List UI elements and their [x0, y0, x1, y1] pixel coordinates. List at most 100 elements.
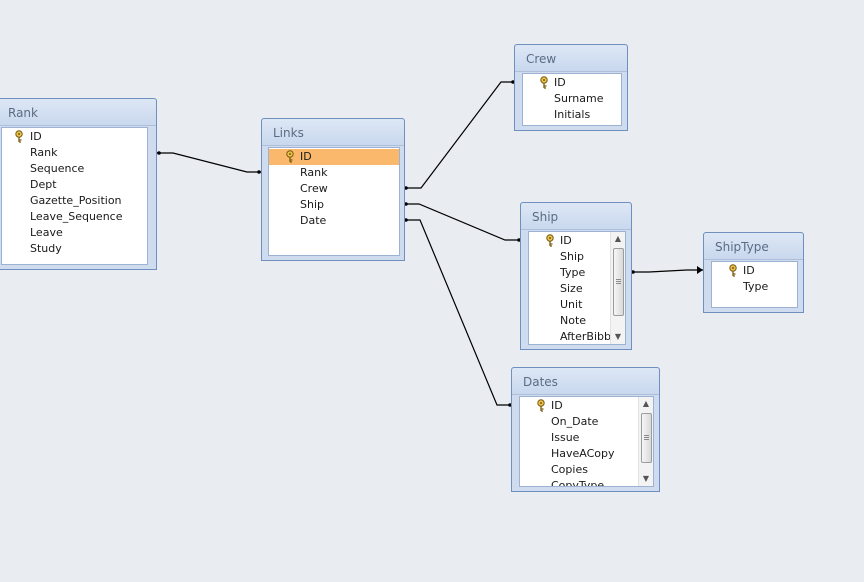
- key-icon: [286, 150, 294, 163]
- field-list[interactable]: ID Rank Crew Ship Date: [268, 147, 400, 256]
- table-rank[interactable]: Rank ID Rank Sequence Dept Gazette_Posit…: [0, 98, 157, 270]
- relationship-line-ship-shiptype: [631, 269, 703, 273]
- field-label: Type: [560, 266, 586, 279]
- field-label: HaveACopy: [551, 447, 615, 460]
- field-list[interactable]: ID On_Date Issue HaveACopy Copies CopyTy…: [519, 396, 654, 487]
- field-row[interactable]: Ship: [529, 249, 625, 265]
- field-label: Crew: [300, 182, 328, 195]
- field-row-id[interactable]: ID: [2, 129, 147, 145]
- field-row[interactable]: Type: [529, 265, 625, 281]
- key-icon: [15, 130, 23, 143]
- field-row[interactable]: Ship: [269, 197, 399, 213]
- field-row[interactable]: Copies: [520, 462, 653, 478]
- field-row[interactable]: Unit: [529, 297, 625, 313]
- field-row-id[interactable]: ID: [523, 75, 621, 91]
- field-label: Dept: [30, 178, 57, 191]
- field-label: CopyType: [551, 479, 605, 487]
- grip-line: [644, 437, 649, 438]
- field-label: ID: [743, 264, 755, 277]
- scroll-thumb[interactable]: [641, 413, 652, 463]
- scroll-thumb[interactable]: [613, 248, 624, 316]
- field-label: ID: [554, 76, 566, 89]
- field-list[interactable]: ID Surname Initials: [522, 73, 622, 126]
- table-title[interactable]: Dates: [512, 368, 659, 395]
- field-row[interactable]: Sequence: [2, 161, 147, 177]
- arrow-up-icon[interactable]: ▲: [642, 399, 650, 408]
- key-icon: [546, 234, 554, 247]
- table-title[interactable]: Crew: [515, 45, 627, 72]
- field-row[interactable]: Note: [529, 313, 625, 329]
- arrow-down-icon[interactable]: ▼: [642, 474, 650, 483]
- join-end: [517, 238, 521, 242]
- relationship-line-links-dates: [404, 219, 512, 406]
- table-shiptype[interactable]: ShipType ID Type: [703, 232, 804, 313]
- field-label: Leave_Sequence: [30, 210, 123, 223]
- join-end: [404, 218, 408, 222]
- field-row[interactable]: Crew: [269, 181, 399, 197]
- join-end: [511, 80, 515, 84]
- table-dates[interactable]: Dates ID On_Date Issue HaveACopy Copies …: [511, 367, 660, 492]
- field-label: Size: [560, 282, 583, 295]
- grip-line: [616, 283, 621, 284]
- grip-line: [644, 435, 649, 436]
- field-row[interactable]: HaveACopy: [520, 446, 653, 462]
- field-row[interactable]: On_Date: [520, 414, 653, 430]
- field-row[interactable]: Initials: [523, 107, 621, 123]
- grip-line: [616, 281, 621, 282]
- field-label: Rank: [30, 146, 58, 159]
- field-list[interactable]: ID Type: [711, 261, 798, 308]
- relationship-line-links-ship: [404, 203, 521, 241]
- field-label: Date: [300, 214, 327, 227]
- field-row-id[interactable]: ID: [269, 149, 399, 165]
- join-end: [257, 170, 261, 174]
- field-row[interactable]: Issue: [520, 430, 653, 446]
- relationship-line-rank-links: [157, 152, 261, 173]
- join-end: [631, 270, 635, 274]
- field-list[interactable]: ID Rank Sequence Dept Gazette_Position L…: [1, 127, 148, 265]
- field-label: Surname: [554, 92, 604, 105]
- field-label: Type: [743, 280, 769, 293]
- field-label: Study: [30, 242, 62, 255]
- field-label: Unit: [560, 298, 583, 311]
- field-row[interactable]: Size: [529, 281, 625, 297]
- field-row[interactable]: Study: [2, 241, 147, 257]
- field-row[interactable]: CopyType: [520, 478, 653, 487]
- field-row[interactable]: Gazette_Position: [2, 193, 147, 209]
- table-title[interactable]: Ship: [521, 203, 631, 230]
- field-list[interactable]: ID Ship Type Size Unit Note AfterBibb ▲ …: [528, 231, 626, 345]
- table-ship[interactable]: Ship ID Ship Type Size Unit Note AfterBi…: [520, 202, 632, 350]
- field-row-id[interactable]: ID: [712, 263, 797, 279]
- key-icon: [729, 264, 737, 277]
- field-row[interactable]: Date: [269, 213, 399, 229]
- join-arrow: [697, 266, 703, 274]
- key-icon: [537, 399, 545, 412]
- table-links[interactable]: Links ID Rank Crew Ship Date: [261, 118, 405, 261]
- join-end: [157, 151, 161, 155]
- field-row[interactable]: Dept: [2, 177, 147, 193]
- arrow-up-icon[interactable]: ▲: [614, 234, 622, 243]
- field-row[interactable]: AfterBibb: [529, 329, 625, 344]
- table-title[interactable]: Links: [262, 119, 404, 146]
- arrow-down-icon[interactable]: ▼: [614, 332, 622, 341]
- field-label: ID: [300, 150, 312, 163]
- field-label: ID: [30, 130, 42, 143]
- field-label: On_Date: [551, 415, 599, 428]
- field-label: Issue: [551, 431, 580, 444]
- field-row[interactable]: Leave: [2, 225, 147, 241]
- field-row[interactable]: Leave_Sequence: [2, 209, 147, 225]
- vertical-scrollbar[interactable]: ▲ ▼: [610, 232, 625, 344]
- field-row-id[interactable]: ID: [529, 233, 625, 249]
- table-crew[interactable]: Crew ID Surname Initials: [514, 44, 628, 131]
- key-icon: [540, 76, 548, 89]
- table-title[interactable]: Rank: [0, 99, 156, 126]
- field-row[interactable]: Rank: [2, 145, 147, 161]
- field-row[interactable]: Surname: [523, 91, 621, 107]
- field-label: Ship: [560, 250, 584, 263]
- table-title[interactable]: ShipType: [704, 233, 803, 260]
- field-row[interactable]: Rank: [269, 165, 399, 181]
- vertical-scrollbar[interactable]: ▲ ▼: [638, 397, 653, 486]
- field-row-id[interactable]: ID: [520, 398, 653, 414]
- field-row[interactable]: Type: [712, 279, 797, 295]
- field-label: Leave: [30, 226, 63, 239]
